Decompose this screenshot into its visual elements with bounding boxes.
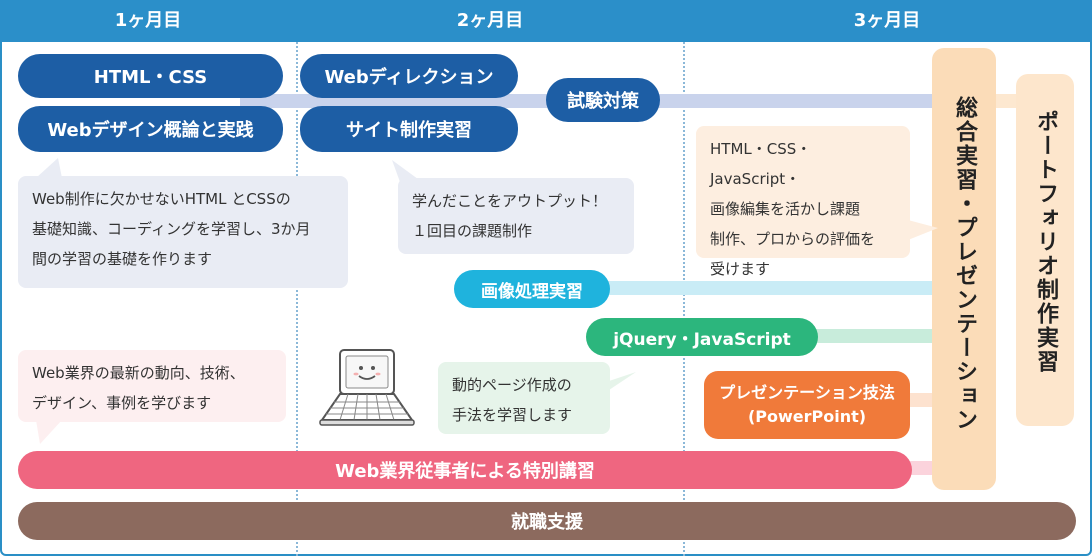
note1-line2: 基礎知識、コーディングを学習し、3か月: [32, 220, 311, 238]
comprehensive-practice-box: 総合実習・プレゼンテーション: [932, 48, 996, 490]
jquery-band: [780, 329, 940, 343]
portfolio-box: ポートフォリオ制作実習: [1016, 74, 1074, 426]
image-band: [560, 281, 940, 295]
month-divider-1: [296, 42, 298, 556]
note3-line1: HTML・CSS・JavaScript・: [710, 140, 812, 188]
note-output: 学んだことをアウトプット！ １回目の課題制作: [398, 178, 634, 254]
web-direction-pill: Webディレクション: [300, 54, 518, 98]
laptop-icon: [319, 349, 415, 426]
note5-tail: [606, 372, 636, 392]
web-design-pill: Webデザイン概論と実践: [18, 106, 283, 152]
note4-line1: Web業界の最新の動向、技術、: [32, 364, 245, 382]
html-css-pill: HTML・CSS: [18, 54, 283, 98]
presentation-pill: プレゼンテーション技法 (PowerPoint): [704, 371, 910, 439]
month-2: 2ヶ月目: [456, 10, 524, 31]
image-processing-pill: 画像処理実習: [454, 270, 610, 308]
note5-line1: 動的ページ作成の: [452, 376, 572, 394]
note2-tail: [392, 160, 422, 182]
jquery-javascript-pill: jQuery・JavaScript: [586, 318, 818, 356]
month-1: 1ヶ月目: [114, 10, 182, 31]
note4-tail: [36, 420, 62, 444]
note1-line1: Web制作に欠かせないHTML とCSSの: [32, 190, 291, 208]
month-3: 3ヶ月目: [853, 10, 921, 31]
note5-line2: 手法を学習します: [452, 406, 573, 424]
note1-tail: [36, 158, 62, 178]
note-dynamic-pages: 動的ページ作成の 手法を学習します: [438, 362, 610, 434]
note3-line3: 制作、プロからの評価を: [710, 230, 876, 248]
note-html-css-basics: Web制作に欠かせないHTML とCSSの 基礎知識、コーディングを学習し、3か…: [18, 176, 348, 288]
note-project-review: HTML・CSS・JavaScript・ 画像編集を活かし課題 制作、プロからの…: [696, 126, 910, 278]
note3-line4: 受けます: [710, 260, 771, 278]
portfolio-label: ポートフォリオ制作実習: [1033, 110, 1058, 374]
note4-line2: デザイン、事例を学びます: [32, 394, 212, 412]
month-header: 1ヶ月目 2ヶ月目 3ヶ月目: [0, 0, 1092, 42]
job-support-pill: 就職支援: [18, 502, 1076, 540]
special-lecture-pill: Web業界従事者による特別講習: [18, 451, 912, 489]
comprehensive-practice-label: 総合実習・プレゼンテーション: [952, 96, 977, 432]
site-practice-pill: サイト制作実習: [300, 106, 518, 152]
presentation-line1: プレゼンテーション技法: [719, 383, 895, 402]
exam-prep-pill: 試験対策: [546, 78, 660, 122]
note-industry-trends: Web業界の最新の動向、技術、 デザイン、事例を学びます: [18, 350, 286, 422]
note2-line1: 学んだことをアウトプット！: [412, 192, 608, 210]
note3-line2: 画像編集を活かし課題: [710, 200, 861, 218]
month-divider-2: [683, 42, 685, 556]
note1-line3: 間の学習の基礎を作ります: [32, 250, 213, 268]
presentation-line2: (PowerPoint): [747, 407, 867, 426]
note2-line2: １回目の課題制作: [412, 222, 533, 240]
note3-tail: [908, 220, 938, 240]
